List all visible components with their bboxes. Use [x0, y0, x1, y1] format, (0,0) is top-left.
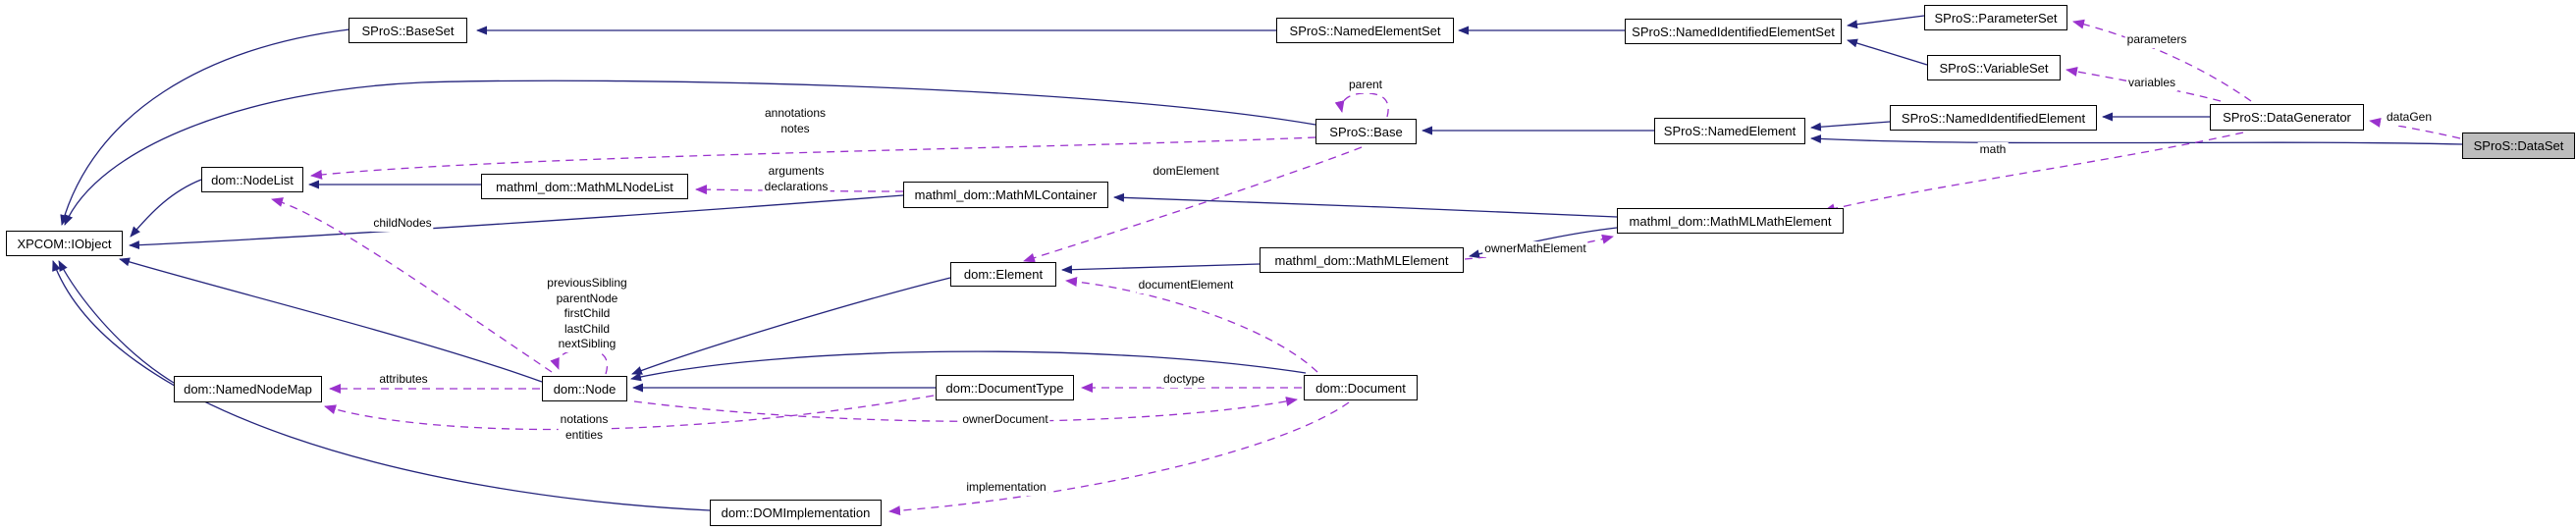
- edge-mathmlcontainer-to-iobject: [129, 194, 904, 250]
- edge-label-parentnode: parentNode: [556, 291, 618, 305]
- node-sprs-dataset: SProS::DataSet: [2462, 133, 2575, 159]
- edge-label-datagen: dataGen: [2384, 110, 2435, 126]
- node-sprs-namedelementset[interactable]: SProS::NamedElementSet: [1276, 18, 1454, 43]
- edge-base-domelement-to-element: [1023, 146, 1363, 263]
- edge-document-documentelement-to-element: [1065, 276, 1318, 373]
- node-mathmldom-mathmlcontainer[interactable]: mathml_dom::MathMLContainer: [903, 182, 1108, 208]
- node-dom-documenttype[interactable]: dom::DocumentType: [936, 375, 1074, 400]
- edge-mathmlelement-to-element: [1061, 263, 1261, 275]
- node-mathmldom-mathmlnodelist[interactable]: mathml_dom::MathMLNodeList: [481, 174, 688, 199]
- edge-label-arguments-declarations: arguments declarations: [762, 164, 831, 194]
- node-sprs-namedidentifiedelementset[interactable]: SProS::NamedIdentifiedElementSet: [1625, 19, 1842, 44]
- node-mathmldom-mathmlmathelement[interactable]: mathml_dom::MathMLMathElement: [1617, 208, 1844, 234]
- edge-domimplementation-to-iobject: [52, 260, 711, 511]
- edge-label-annotations-notes: annotations notes: [762, 106, 829, 136]
- edge-label-variables: variables: [2125, 76, 2178, 91]
- edge-variableset-to-namedidentifiedelementset: [1847, 38, 1928, 66]
- node-dom-namednodemap[interactable]: dom::NamedNodeMap: [174, 376, 322, 402]
- edge-nodelist-to-iobject: [130, 179, 202, 238]
- edge-label-annotations: annotations: [764, 106, 827, 120]
- node-sprs-namedelement[interactable]: SProS::NamedElement: [1654, 118, 1805, 144]
- node-sprs-parameterset[interactable]: SProS::ParameterSet: [1924, 5, 2067, 30]
- edge-namednodemap-to-iobject: [58, 260, 175, 384]
- edge-label-declarations: declarations: [764, 179, 829, 193]
- edge-datagenerator-math-to-mathmlmathelement: [1823, 132, 2244, 214]
- node-sprs-datagenerator[interactable]: SProS::DataGenerator: [2210, 104, 2364, 131]
- node-dom-element[interactable]: dom::Element: [950, 262, 1056, 287]
- node-sprs-base[interactable]: SProS::Base: [1315, 119, 1417, 144]
- edge-dataset-datagen-to-datagenerator: [2369, 118, 2461, 139]
- edge-label-firstchild: firstChild: [564, 306, 611, 320]
- edge-label-ownerdocument: ownerDocument: [960, 412, 1050, 428]
- edge-label-childnodes: childNodes: [371, 216, 434, 232]
- node-dom-domimplementation[interactable]: dom::DOMImplementation: [710, 500, 882, 526]
- edge-label-notations-entities: notations entities: [558, 412, 611, 443]
- edge-label-entities: entities: [564, 427, 604, 442]
- node-dom-node[interactable]: dom::Node: [542, 376, 627, 401]
- edge-label-implementation: implementation: [964, 480, 1048, 496]
- edge-element-to-node: [631, 277, 951, 375]
- edge-label-documentelement: documentElement: [1136, 278, 1236, 293]
- node-dom-nodelist[interactable]: dom::NodeList: [201, 167, 303, 192]
- edge-label-previoussibling: previousSibling: [547, 276, 627, 290]
- edge-label-ownermathelement: ownerMathElement: [1482, 241, 1588, 257]
- edge-label-math: math: [1977, 142, 2009, 158]
- edge-label-nextsibling: nextSibling: [558, 337, 617, 350]
- edge-document-to-node: [630, 350, 1307, 382]
- node-sprs-baseset[interactable]: SProS::BaseSet: [349, 18, 467, 43]
- edge-label-attributes: attributes: [377, 372, 430, 388]
- edge-label-doctype: doctype: [1160, 372, 1208, 388]
- edge-label-domelement: domElement: [1151, 164, 1221, 180]
- edge-dataset-to-namedelement: [1810, 133, 2463, 145]
- edge-label-node-siblings: previousSibling parentNode firstChild la…: [545, 276, 629, 352]
- edge-label-notations: notations: [560, 412, 609, 426]
- edge-label-notes: notes: [780, 121, 810, 135]
- edge-mathmlmathelement-to-mathmlcontainer: [1113, 192, 1618, 218]
- edge-label-parent: parent: [1346, 78, 1385, 93]
- edge-label-parameters: parameters: [2124, 32, 2189, 48]
- edge-documenttype-notations-to-namednodemap: [324, 395, 935, 431]
- edge-label-arguments: arguments: [768, 164, 825, 178]
- edge-document-implementation-to-domimplementation: [888, 401, 1350, 516]
- edge-node-siblings-selfloop: [550, 348, 609, 375]
- edge-base-to-iobject: [64, 80, 1316, 226]
- edge-base-annotations-to-nodelist: [310, 136, 1316, 180]
- node-sprs-variableset[interactable]: SProS::VariableSet: [1927, 55, 2061, 80]
- edge-parameterset-to-namedidentifiedelementset: [1847, 15, 1925, 29]
- edge-namedidentifiedelement-to-namedelement: [1810, 121, 1891, 132]
- edge-label-lastchild: lastChild: [564, 321, 611, 336]
- edge-node-to-iobject: [119, 257, 543, 383]
- edge-node-childnodes-to-nodelist: [271, 197, 553, 373]
- edge-baseset-to-iobject: [60, 28, 350, 226]
- node-mathmldom-mathmlelement[interactable]: mathml_dom::MathMLElement: [1260, 247, 1464, 273]
- node-xpcom-iobject[interactable]: XPCOM::IObject: [6, 231, 123, 256]
- node-sprs-namedidentifiedelement[interactable]: SProS::NamedIdentifiedElement: [1890, 105, 2097, 131]
- edge-base-parent-selfloop: [1334, 92, 1389, 118]
- node-dom-document[interactable]: dom::Document: [1304, 375, 1418, 400]
- edge-datagenerator-parameters-to-parameterset: [2072, 19, 2252, 102]
